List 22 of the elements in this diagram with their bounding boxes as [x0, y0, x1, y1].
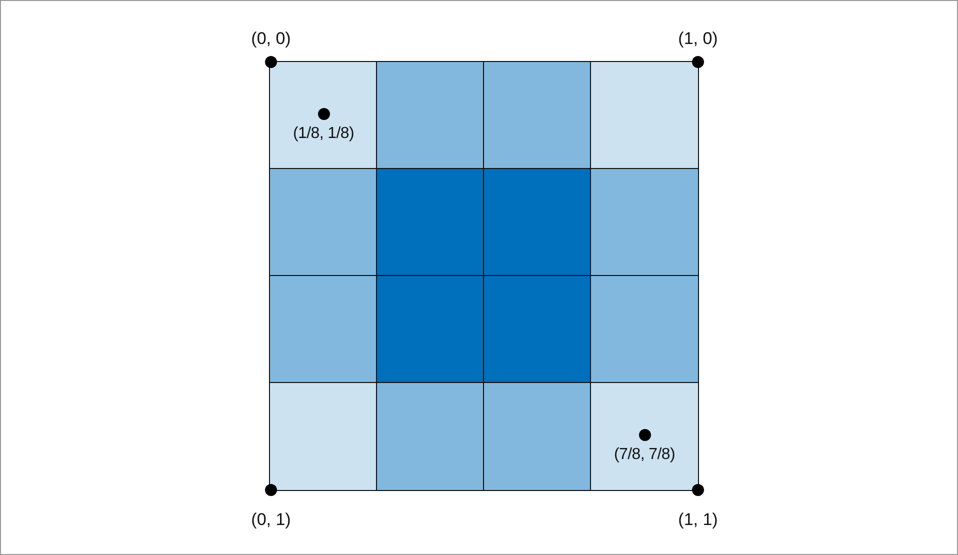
grid-cell: [376, 382, 485, 491]
corner-coordinate-label: (1, 0): [678, 29, 718, 49]
grid-cell: [269, 61, 378, 170]
grid-cell: [590, 168, 699, 277]
coordinate-label: (1/8, 1/8): [292, 125, 354, 144]
grid-cell: [376, 61, 485, 170]
grid-cell: [483, 168, 592, 277]
grid-cell: [483, 275, 592, 384]
grid-cell: [269, 382, 378, 491]
corner-coordinate-label: (0, 0): [251, 29, 291, 49]
corner-coordinate-label: (0, 1): [251, 510, 291, 530]
coordinate-label: (7/8, 7/8): [614, 446, 676, 464]
grid-cell: [590, 382, 699, 491]
grid-cell: [376, 168, 485, 277]
grid-cell: [269, 275, 378, 384]
corner-coordinate-label: (1, 1): [678, 510, 718, 530]
grid-cell: [483, 382, 592, 491]
grid-cell: [590, 61, 699, 170]
grid-cell: [590, 275, 699, 384]
grid-cell: [483, 61, 592, 170]
grid-cell: [269, 168, 378, 277]
grid-cell: [376, 275, 485, 384]
